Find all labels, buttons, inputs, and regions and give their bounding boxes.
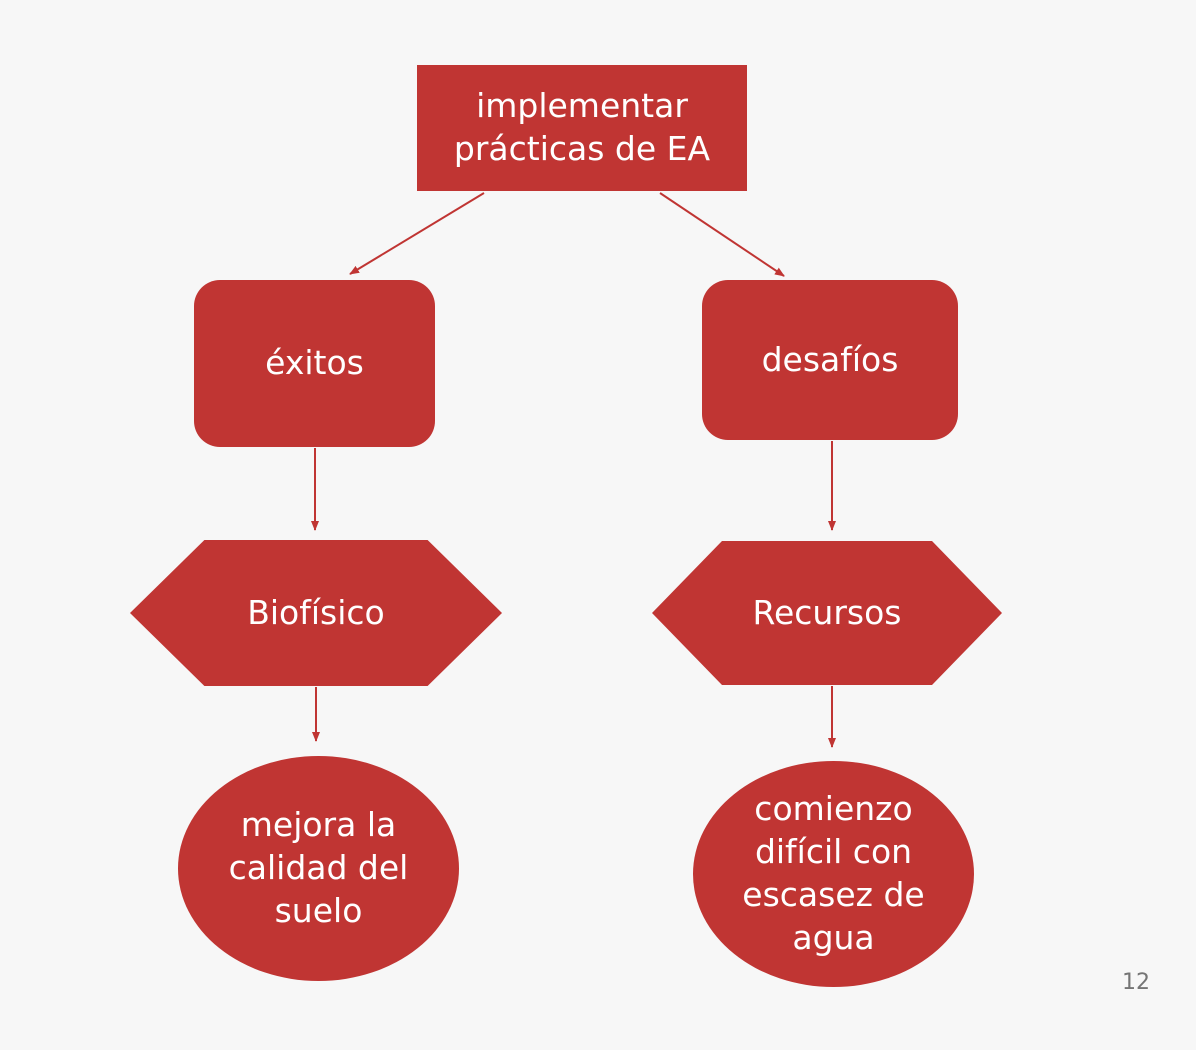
page-number: 12 — [1122, 970, 1150, 995]
root-node: implementar prácticas de EA — [417, 65, 747, 191]
successes-node-label: éxitos — [265, 343, 364, 383]
soil-quality-outcome-node: mejora la calidad del suelo — [178, 756, 459, 981]
resources-node: Recursos — [652, 541, 1002, 685]
biophysical-node-label: Biofísico — [247, 592, 385, 632]
arrow-root-to-exitos — [349, 192, 485, 275]
water-scarcity-outcome-node: comienzo difícil con escasez de agua — [693, 761, 974, 987]
water-scarcity-outcome-label: comienzo difícil con escasez de agua — [742, 789, 925, 957]
soil-quality-outcome-label: mejora la calidad del suelo — [228, 805, 409, 930]
challenges-node-label: desafíos — [761, 339, 899, 379]
successes-node: éxitos — [194, 280, 435, 447]
root-node-label: implementar prácticas de EA — [453, 86, 711, 168]
arrow-root-to-desafios — [659, 192, 785, 277]
challenges-node: desafíos — [702, 280, 958, 440]
resources-node-label: Recursos — [752, 592, 902, 632]
biophysical-node: Biofísico — [130, 540, 502, 686]
